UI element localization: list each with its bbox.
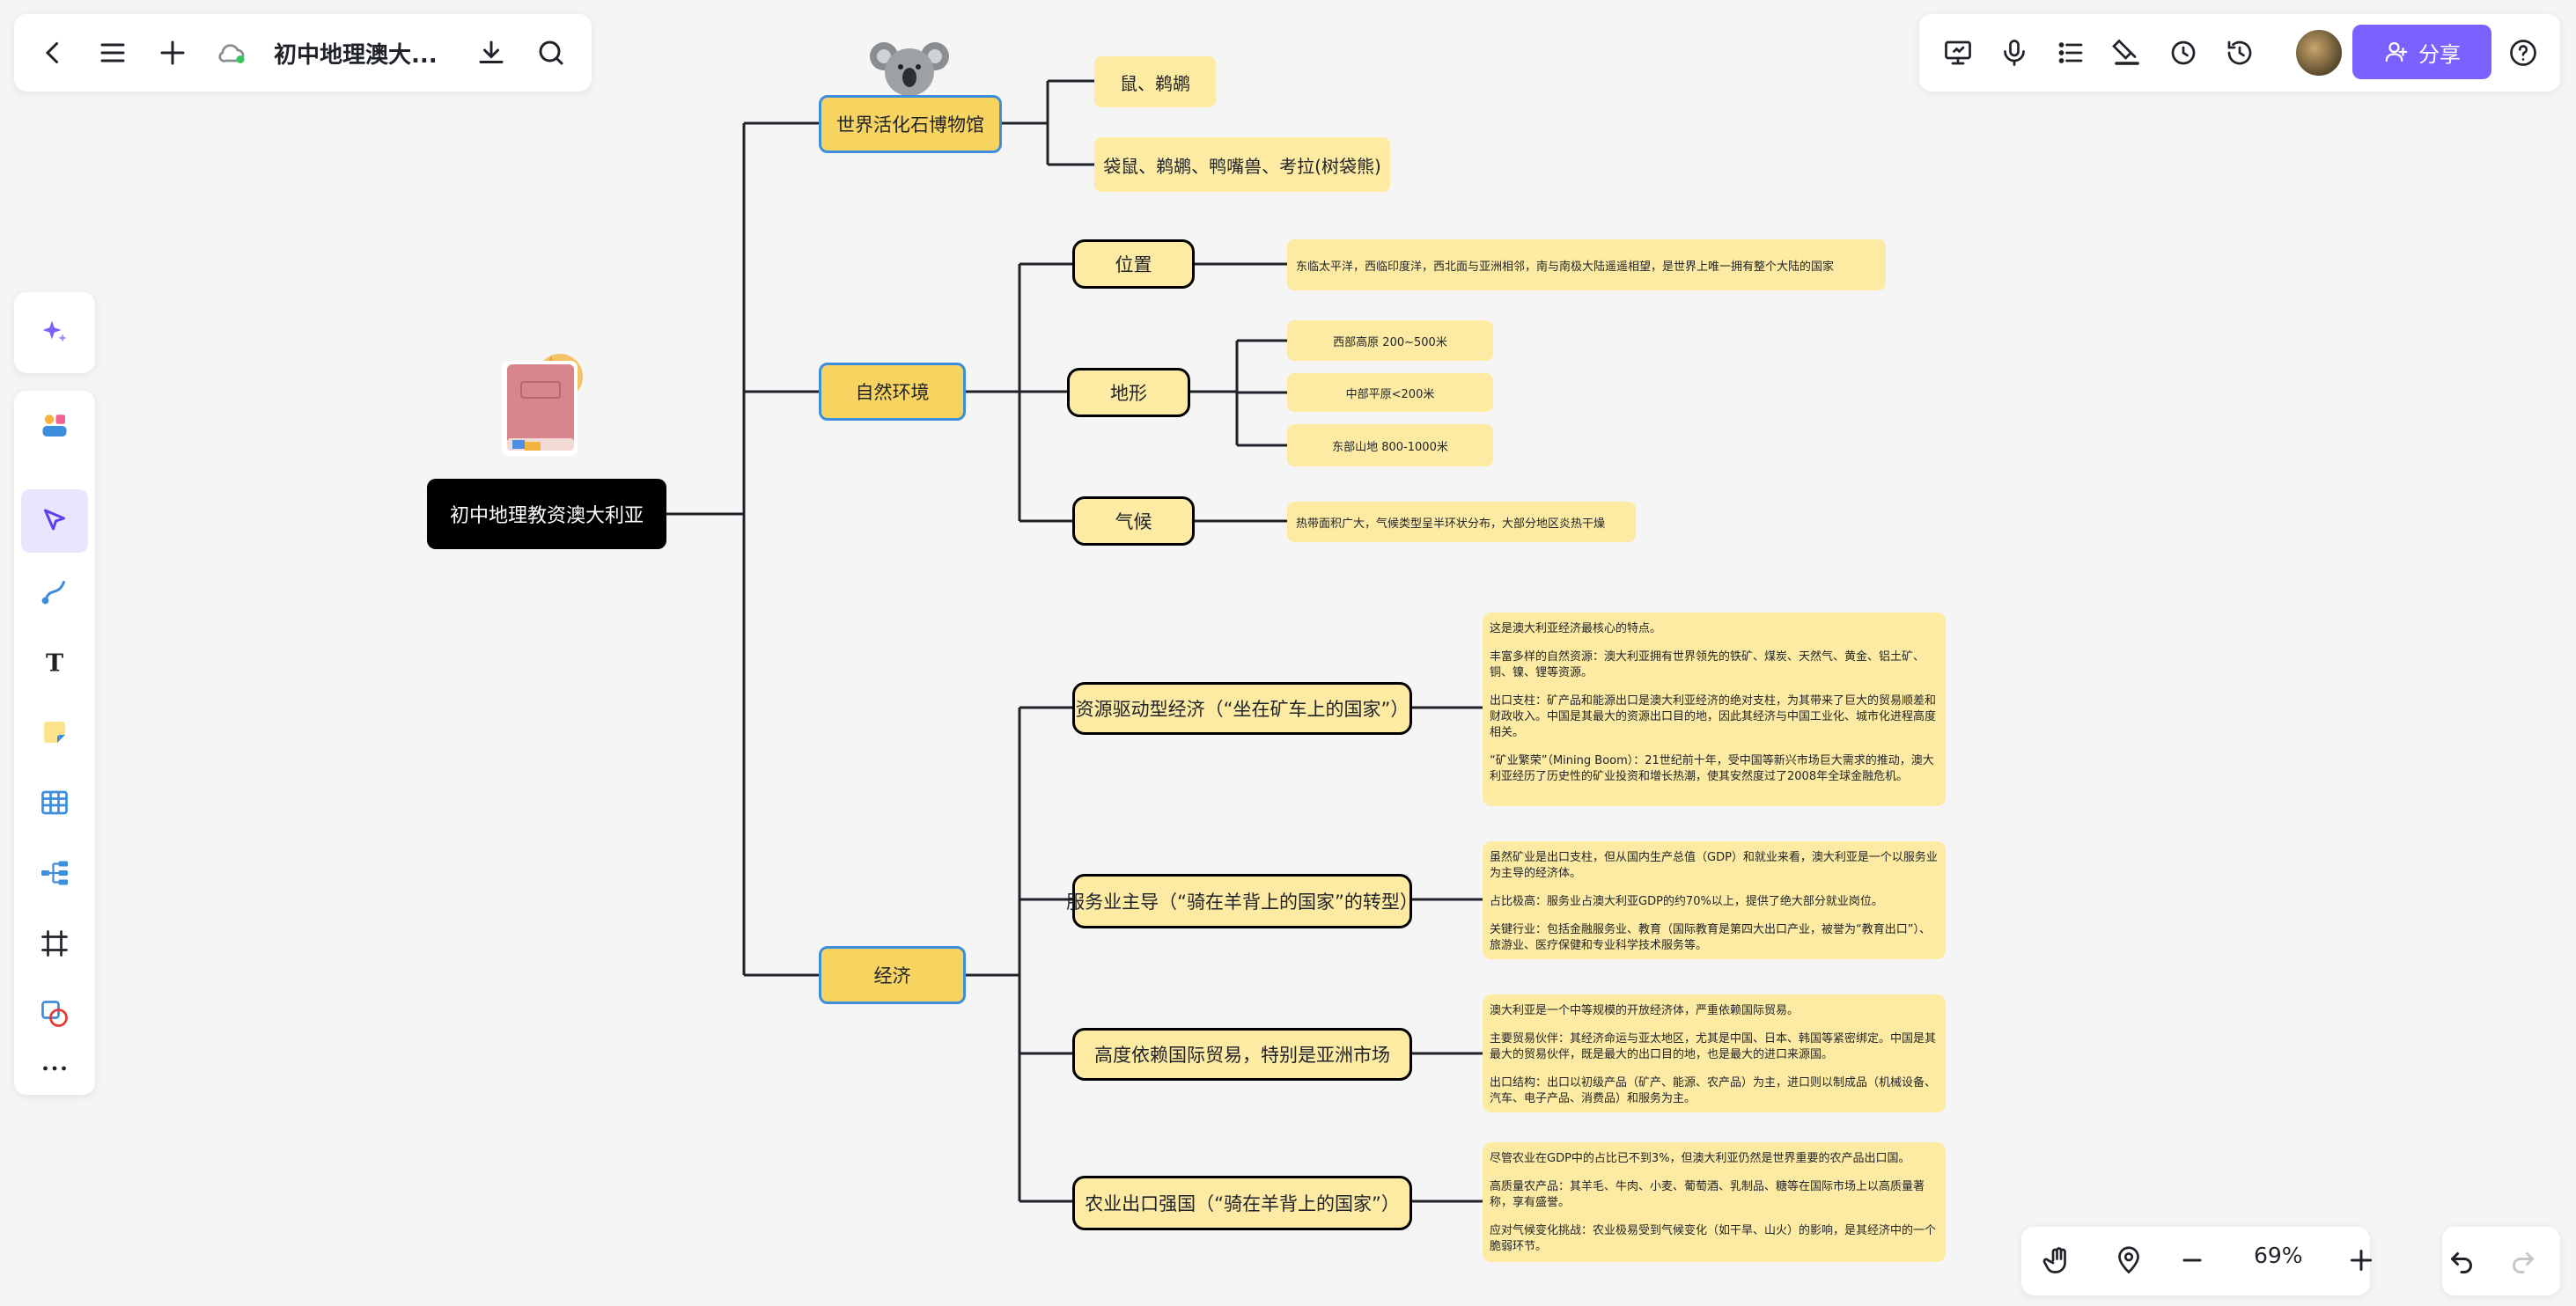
note-paragraph: 尽管农业在GDP中的占比已不到3%，但澳大利亚仍然是世界重要的农产品出口国。 (1490, 1152, 1910, 1165)
node-agriculture[interactable]: 农业出口强国（“骑在羊背上的国家”） (1072, 1176, 1412, 1230)
note-resource-economy[interactable]: 这是澳大利亚经济最核心的特点。 丰富多样的自然资源：澳大利亚拥有世界领先的铁矿、… (1483, 613, 1946, 806)
note-location[interactable]: 东临太平洋，西临印度洋，西北面与亚洲相邻，南与南极大陆遥遥相望，是世界上唯一拥有… (1287, 239, 1886, 290)
microphone-icon[interactable] (1990, 28, 2039, 77)
note-paragraph: 虽然矿业是出口支柱，但从国内生产总值（GDP）和就业来看，澳大利亚是一个以服务业… (1490, 851, 1938, 880)
zoom-in-icon[interactable] (2337, 1236, 2386, 1285)
leaf-terrain-east[interactable]: 东部山地 800-1000米 (1287, 424, 1493, 466)
note-paragraph: 主要贸易伙伴：其经济命运与亚太地区，尤其是中国、日本、韩国等紧密绑定。中国是其最… (1490, 1032, 1937, 1061)
leaf-terrain-west[interactable]: 西部高原 200~500米 (1287, 320, 1493, 361)
node-service-economy[interactable]: 服务业主导（“骑在羊背上的国家”的转型） (1066, 874, 1418, 928)
node-location[interactable]: 位置 (1072, 239, 1195, 289)
node-terrain[interactable]: 地形 (1067, 368, 1190, 417)
back-icon[interactable] (28, 28, 77, 77)
text-icon[interactable]: T (30, 637, 79, 686)
connector-icon[interactable] (30, 567, 79, 616)
sticky-note-icon[interactable] (30, 708, 79, 757)
note-paragraph: 占比极高：服务业占澳大利亚GDP的约70%以上，提供了绝大部分就业岗位。 (1490, 895, 1883, 908)
koala-sticker[interactable] (870, 37, 949, 99)
format-brush-icon[interactable] (2102, 28, 2152, 77)
location-icon[interactable] (2104, 1236, 2153, 1285)
share-button[interactable]: 分享 (2352, 25, 2491, 79)
avatar[interactable] (2294, 28, 2344, 77)
table-icon[interactable] (30, 778, 79, 827)
leaf-animals-1[interactable]: 鼠、鹈鹕 (1094, 56, 1216, 107)
note-paragraph: 澳大利亚是一个中等规模的开放经济体，严重依赖国际贸易。 (1490, 1004, 1800, 1017)
mindmap-root-node[interactable]: 初中地理教资澳大利亚 (427, 479, 666, 549)
node-fossil-museum[interactable]: 世界活化石博物馆 (819, 95, 1002, 153)
note-trade[interactable]: 澳大利亚是一个中等规模的开放经济体，严重依赖国际贸易。 主要贸易伙伴：其经济命运… (1483, 994, 1946, 1112)
node-natural-environment[interactable]: 自然环境 (819, 363, 966, 421)
note-service-economy[interactable]: 虽然矿业是出口支柱，但从国内生产总值（GDP）和就业来看，澳大利亚是一个以服务业… (1483, 841, 1946, 959)
help-icon[interactable] (2499, 28, 2548, 77)
note-paragraph: 高质量农产品：其羊毛、牛肉、小麦、葡萄酒、乳制品、糖等在国际市场上以高质量著称，… (1490, 1180, 1925, 1209)
leaf-animals-2[interactable]: 袋鼠、鹈鹕、鸭嘴兽、考拉(树袋熊) (1094, 137, 1390, 192)
download-icon[interactable] (467, 28, 516, 77)
note-agriculture[interactable]: 尽管农业在GDP中的占比已不到3%，但澳大利亚仍然是世界重要的农产品出口国。 高… (1483, 1142, 1946, 1262)
svg-text:T: T (46, 650, 63, 678)
add-icon[interactable] (148, 28, 197, 77)
note-paragraph: 关键行业：包括金融服务业、教育（国际教育是第四大出口产业，被誉为“教育出口”）、… (1490, 923, 1931, 952)
note-paragraph: “矿业繁荣”（Mining Boom）：21世纪前十年，受中国等新兴市场巨大需求… (1490, 754, 1934, 783)
note-paragraph: 出口支柱：矿产品和能源出口是澳大利亚经济的绝对支柱，为其带来了巨大的贸易顺差和财… (1490, 694, 1937, 739)
search-icon[interactable] (526, 28, 576, 77)
note-paragraph: 丰富多样的自然资源：澳大利亚拥有世界领先的铁矿、煤炭、天然气、黄金、铝土矿、铜、… (1490, 650, 1925, 679)
note-climate[interactable]: 热带面积广大，气候类型呈半环状分布，大部分地区炎热干燥 (1287, 502, 1636, 542)
redo-icon (2499, 1236, 2548, 1285)
note-paragraph: 这是澳大利亚经济最核心的特点。 (1490, 622, 1662, 635)
document-title[interactable]: 初中地理澳大... (274, 42, 438, 69)
note-paragraph: 应对气候变化挑战：农业极易受到气候变化（如干旱、山火）的影响，是其经济中的一个脆… (1490, 1224, 1937, 1253)
menu-icon[interactable] (88, 28, 137, 77)
pointer-icon[interactable] (30, 496, 79, 546)
sparkle-icon[interactable] (30, 308, 79, 357)
ai-panel (14, 292, 95, 373)
zoom-level[interactable]: 69% (2254, 1243, 2303, 1268)
node-resource-economy[interactable]: 资源驱动型经济（“坐在矿车上的国家”） (1072, 682, 1412, 735)
koala-icon (870, 42, 949, 96)
shape-icon[interactable] (30, 989, 79, 1038)
book-icon (502, 354, 583, 456)
cloud-synced-icon (208, 28, 257, 77)
undo-icon[interactable] (2437, 1236, 2486, 1285)
mindmap-icon[interactable] (30, 848, 79, 898)
top-left-toolbar (14, 14, 592, 92)
more-icon[interactable] (30, 1044, 79, 1093)
node-economy[interactable]: 经济 (819, 946, 966, 1004)
share-icon (2385, 41, 2408, 62)
present-icon[interactable] (1933, 28, 1983, 77)
outline-icon[interactable] (2046, 28, 2095, 77)
leaf-terrain-central[interactable]: 中部平原<200米 (1287, 373, 1493, 412)
note-paragraph: 出口结构：出口以初级产品（矿产、能源、农产品）为主，进口则以制成品（机械设备、汽… (1490, 1076, 1937, 1105)
history-icon[interactable] (2159, 28, 2208, 77)
node-climate[interactable]: 气候 (1072, 496, 1195, 546)
timer-icon[interactable] (2215, 28, 2264, 77)
hand-icon[interactable] (2034, 1236, 2083, 1285)
frame-icon[interactable] (30, 919, 79, 968)
history-toolbar (2442, 1227, 2560, 1295)
book-sticker[interactable] (489, 341, 604, 465)
template-icon[interactable] (30, 401, 79, 451)
share-label: 分享 (2418, 41, 2461, 67)
node-trade[interactable]: 高度依赖国际贸易，特别是亚洲市场 (1072, 1028, 1412, 1081)
zoom-out-icon[interactable] (2168, 1236, 2217, 1285)
